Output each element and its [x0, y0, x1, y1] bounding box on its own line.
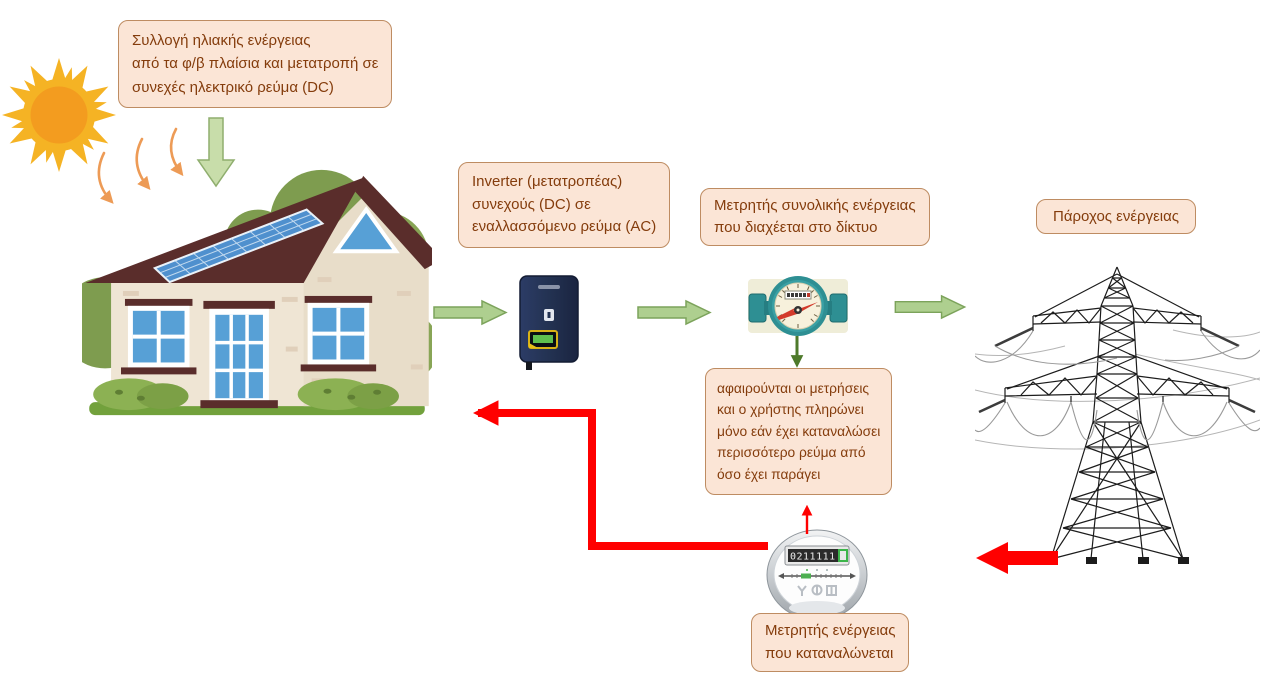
flow-arrow-right-icon	[894, 294, 967, 320]
callout-line: περισσότερο ρεύμα από	[717, 445, 866, 461]
flow-arrow-down-icon	[196, 117, 236, 188]
window	[120, 298, 197, 375]
callout-inverter: Inverter (μετατροπέας) συνεχούς (DC) σε …	[458, 162, 671, 248]
callout-line: που διαχέεται στο δίκτυο	[714, 218, 878, 236]
callout-line: Μετρητής συνολικής ενέργειας	[714, 197, 916, 214]
inverter-device-icon	[519, 275, 579, 370]
callout-line: συνεχούς (DC) σε	[472, 195, 591, 213]
callout-line: όσο έχει παράγει	[717, 466, 821, 482]
house-illustration	[82, 169, 432, 416]
callout-line: Inverter (μετατροπέας)	[472, 173, 623, 190]
bush-icon	[93, 378, 399, 411]
solar-radiation-arrows-icon	[97, 127, 184, 204]
callout-line: μόνο εάν έχει καταναλώσει	[717, 423, 881, 439]
meter-scale	[778, 569, 856, 579]
thin-green-arrow-down-icon	[790, 336, 804, 368]
return-arrow-left-icon	[976, 542, 1058, 574]
meter-glyphs	[797, 584, 837, 596]
smart-meter-icon: 0211111	[766, 529, 868, 621]
flow-arrow-right-icon	[637, 299, 712, 326]
callout-line: Μετρητής ενέργειας	[765, 622, 896, 639]
solar-panel-icon	[152, 208, 325, 284]
callout-consumption-meter: Μετρητής ενέργειας που καταναλώνεται	[751, 613, 910, 672]
callout-line: εναλλασσόμενο ρεύμα (AC)	[472, 218, 657, 235]
callout-line: από τα φ/β πλαίσια και μετατροπή σε	[132, 55, 379, 73]
meter-counter	[784, 290, 812, 300]
callout-grid-meter: Μετρητής συνολικής ενέργειας που διαχέετ…	[700, 188, 930, 246]
transmission-tower-icon	[975, 266, 1260, 564]
inverter-logo	[538, 285, 560, 289]
roof	[85, 175, 432, 284]
callout-line: συνεχές ηλεκτρικό ρεύμα (DC)	[132, 78, 334, 96]
inverter-display	[528, 330, 558, 349]
callout-provider: Πάροχος ενέργειας	[1036, 199, 1197, 235]
callout-line: Πάροχος ενέργειας	[1053, 208, 1180, 225]
thin-red-arrow-up-icon	[801, 504, 813, 534]
callout-line: που καταναλώνεται	[765, 644, 894, 662]
callout-net-metering: αφαιρούνται οι μετρήσεις και ο χρήστης π…	[705, 368, 893, 495]
svg-text:0211111: 0211111	[790, 552, 836, 563]
sun-icon	[2, 58, 116, 172]
window	[300, 295, 377, 372]
door	[200, 300, 278, 409]
return-arrow-elbow-icon	[472, 400, 768, 550]
gable-window	[332, 206, 400, 254]
meter-display: 0211111	[784, 545, 850, 566]
callout-line: Συλλογή ηλιακής ενέργειας	[132, 32, 311, 49]
grid-meter-icon	[748, 276, 848, 336]
callout-line: αφαιρούνται οι μετρήσεις	[717, 381, 870, 396]
callout-line: και ο χρήστης πληρώνει	[717, 402, 864, 418]
callout-solar-collection: Συλλογή ηλιακής ενέργειας από τα φ/β πλα…	[118, 20, 393, 108]
flow-arrow-right-icon	[433, 299, 508, 326]
